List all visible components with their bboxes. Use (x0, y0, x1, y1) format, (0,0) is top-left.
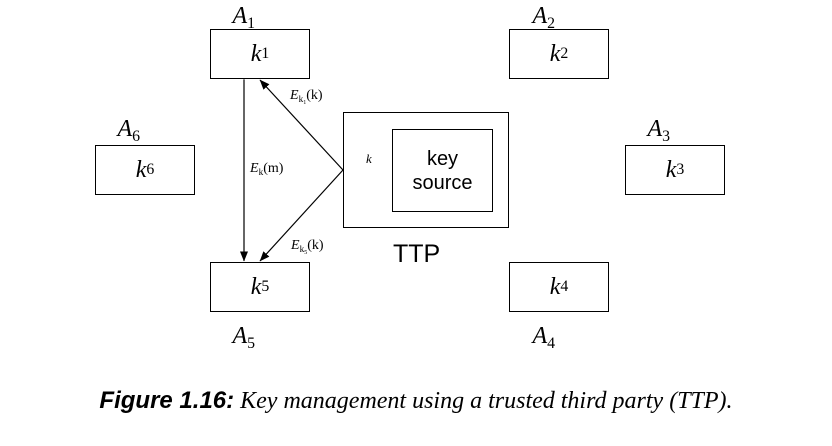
edge-label-to-a1: Ek1(k) (290, 88, 323, 106)
party-label-a6: A6 (117, 116, 141, 145)
key-source-box: key source (392, 129, 493, 212)
key-source-line2: source (412, 171, 473, 194)
arrow-hub-to-a5 (259, 169, 344, 262)
edge-label-a1-a5: Ek(m) (250, 161, 284, 177)
figure-caption-number: Figure 1.16: (99, 387, 235, 414)
party-label-a1: A1 (232, 3, 256, 32)
ttp-label: TTP (393, 240, 441, 268)
edge-label-to-a5: Ek5(k) (291, 238, 324, 256)
party-label-a2: A2 (532, 3, 556, 32)
figure-caption: Figure 1.16: Key management using a trus… (0, 387, 832, 414)
figure-caption-text: Key management using a trusted third par… (240, 388, 733, 414)
key-source-line1: key (426, 147, 459, 170)
edge-label-source-to-hub: k (366, 151, 372, 166)
arrow-hub-to-a1 (259, 79, 344, 171)
party-label-a4: A4 (532, 323, 556, 352)
party-label-a5: A5 (232, 323, 256, 352)
party-label-a3: A3 (647, 116, 671, 145)
